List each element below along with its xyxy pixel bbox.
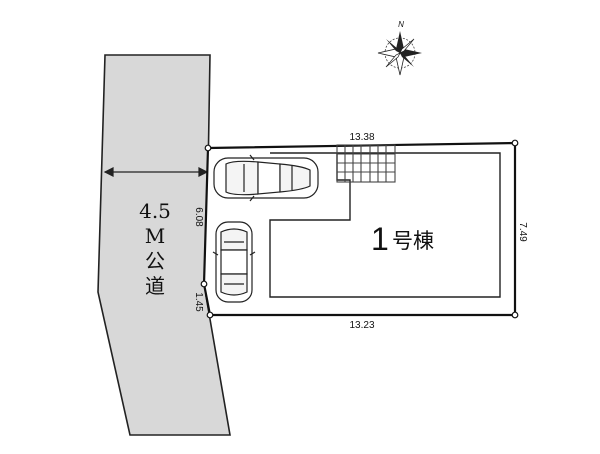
road-label: 4.5 M 公 道 bbox=[139, 199, 171, 298]
compass-rose-icon: N bbox=[377, 20, 422, 76]
road-name-char-2: 道 bbox=[145, 274, 165, 298]
dimension-left-lower: 1.45 bbox=[193, 292, 204, 312]
road-width-label: 4.5 bbox=[139, 199, 171, 223]
dimension-top: 13.38 bbox=[349, 132, 374, 143]
dimension-right: 7.49 bbox=[517, 222, 528, 242]
boundary-markers bbox=[200, 139, 519, 319]
compass-north-label: N bbox=[398, 20, 404, 29]
dimension-labels: 13.38 13.23 6.08 1.45 7.49 bbox=[193, 132, 528, 331]
public-road bbox=[97, 54, 231, 436]
dimension-bottom: 13.23 bbox=[349, 320, 374, 331]
road-width-arrow bbox=[103, 167, 209, 177]
building-label: 1 号棟 bbox=[371, 221, 434, 257]
car-icon bbox=[212, 221, 256, 303]
road-unit-label: M bbox=[145, 224, 165, 248]
road-area bbox=[97, 54, 231, 436]
dimension-left-upper: 6.08 bbox=[193, 207, 204, 227]
stair-grid bbox=[336, 144, 396, 183]
building-number: 1 bbox=[371, 221, 389, 257]
car-icon bbox=[213, 154, 319, 202]
building-suffix: 号棟 bbox=[392, 230, 434, 253]
road-name-char-1: 公 bbox=[145, 249, 165, 273]
